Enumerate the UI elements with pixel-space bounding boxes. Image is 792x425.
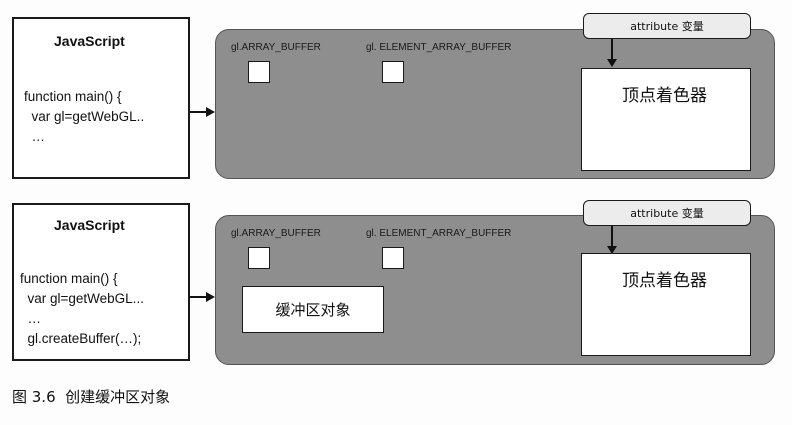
top-attribute-arrow <box>607 39 617 67</box>
bottom-array-buffer-slot <box>248 247 270 269</box>
bottom-vertex-shader-label: 顶点着色器 <box>622 271 707 291</box>
bottom-array-buffer-label: gl.ARRAY_BUFFER <box>231 228 321 239</box>
bottom-code-line-3: … <box>20 311 42 326</box>
top-code-line-2: var gl=getWebGL.. <box>24 109 145 124</box>
bottom-vertex-shader-box: 顶点着色器 <box>581 253 751 356</box>
top-array-buffer-label: gl.ARRAY_BUFFER <box>231 42 321 53</box>
top-vertex-shader-box: 顶点着色器 <box>581 68 751 171</box>
top-webgl-system-panel: gl.ARRAY_BUFFER gl. ELEMENT_ARRAY_BUFFER… <box>215 29 775 179</box>
top-element-buffer-slot <box>382 61 404 83</box>
top-vertex-shader-label: 顶点着色器 <box>622 86 707 106</box>
top-code-line-3: … <box>24 129 46 144</box>
bottom-code-line-4: gl.createBuffer(…); <box>20 331 142 346</box>
bottom-connector-arrow <box>190 292 215 302</box>
top-attribute-variable-tab: attribute 变量 <box>583 13 751 39</box>
figure-caption: 图 3.6 创建缓冲区对象 <box>12 388 171 406</box>
top-array-buffer-slot <box>248 61 270 83</box>
top-js-title: JavaScript <box>54 33 125 49</box>
bottom-javascript-box: JavaScript function main() { var gl=getW… <box>12 203 190 361</box>
top-element-buffer-label: gl. ELEMENT_ARRAY_BUFFER <box>366 42 512 53</box>
bottom-element-buffer-label: gl. ELEMENT_ARRAY_BUFFER <box>366 228 512 239</box>
top-connector-arrow <box>190 107 215 117</box>
bottom-element-buffer-slot <box>382 247 404 269</box>
buffer-object-box: 缓冲区对象 <box>242 286 384 333</box>
top-javascript-box: JavaScript function main() { var gl=getW… <box>12 17 190 179</box>
bottom-code-line-1: function main() { <box>20 271 118 286</box>
bottom-attribute-arrow <box>607 226 617 254</box>
bottom-webgl-system-panel: gl.ARRAY_BUFFER gl. ELEMENT_ARRAY_BUFFER… <box>215 215 775 365</box>
bottom-code-line-2: var gl=getWebGL... <box>20 291 144 306</box>
bottom-attribute-variable-tab: attribute 变量 <box>583 200 751 226</box>
bottom-js-title: JavaScript <box>54 217 125 233</box>
top-code-line-1: function main() { <box>24 89 122 104</box>
